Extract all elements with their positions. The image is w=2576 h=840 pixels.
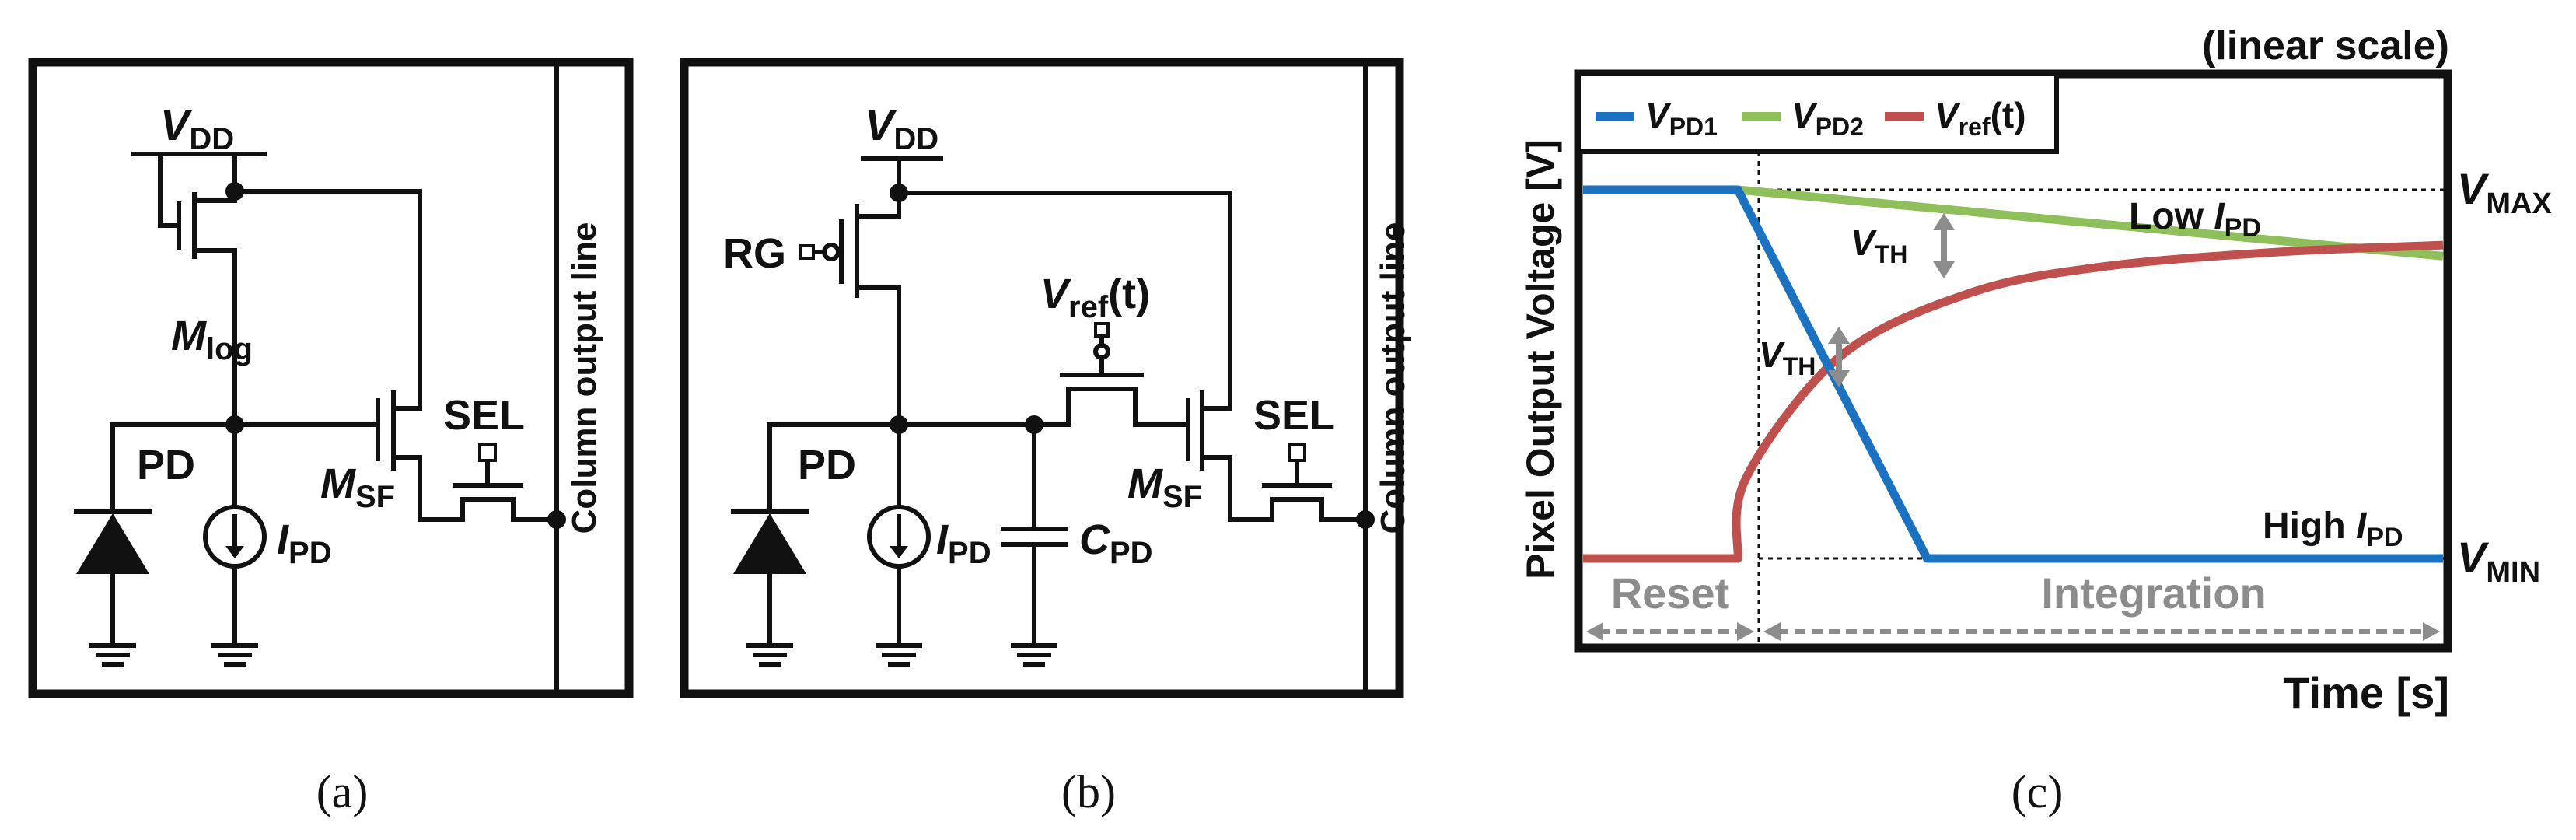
panel-b-column-label: Column output line: [1374, 222, 1412, 534]
panel-a-vdd-label: VDD: [160, 100, 234, 156]
legend-label-vref: Vref(t): [1935, 95, 2026, 141]
panel-c-scale-note: (linear scale): [2202, 23, 2449, 68]
panel-b-sel-channel: [1270, 497, 1368, 522]
panel-a-sel-terminal-icon: [478, 443, 497, 462]
panel-b-ground-icon-1: [746, 643, 793, 667]
panel-b-circuit: Column output line VDD RG PD: [680, 58, 1412, 817]
panel-b-current-arrowhead: [890, 546, 908, 558]
low-ipd-label: Low IPD: [2129, 196, 2261, 243]
vmin-label: VMIN: [2457, 533, 2540, 589]
panel-b-pd-wire: [767, 422, 901, 514]
panel-a-column-label: Column output line: [565, 222, 603, 534]
panel-a-sel-label: SEL: [443, 392, 525, 439]
panel-b-sel-terminal-icon: [1288, 443, 1306, 462]
y-axis-label: Pixel Output Voltage [V]: [1519, 139, 1562, 579]
panel-a-current-arrowhead: [225, 546, 244, 558]
panel-b-rg-terminal-icon: [799, 244, 815, 260]
vth-lower-arrow: [1828, 327, 1850, 387]
panel-b-rg-source: [855, 285, 901, 427]
panel-a-photodiode-symbol: [76, 513, 149, 574]
panel-c-chart: (linear scale) VPD1 VPD2 Vref(t) VTH: [1519, 23, 2552, 817]
panel-a-pd-label: PD: [137, 442, 195, 488]
series-vref-line: [1583, 240, 2444, 563]
panel-b-vref-label: Vref(t): [1040, 271, 1150, 324]
panel-a-msf-source: [391, 455, 465, 522]
reset-phase-label: Reset: [1611, 569, 1730, 618]
x-axis-label: Time [s]: [2283, 668, 2449, 717]
panel-c-caption: (c): [2012, 766, 2064, 817]
panel-b-pd-label: PD: [798, 442, 856, 488]
panel-b-vref-terminal-icon: [1094, 322, 1110, 338]
panel-b-photodiode-symbol: [733, 513, 806, 574]
integration-phase-arrow: [1763, 622, 2440, 641]
panel-b-output-node: [1356, 510, 1375, 529]
panel-a-pd-wire: [110, 422, 237, 514]
panel-b-ground-icon-2: [876, 643, 922, 667]
integration-phase-label: Integration: [2041, 569, 2266, 618]
panel-b-vdd-label: VDD: [865, 100, 938, 156]
panel-a-sel-channel: [460, 497, 559, 522]
panel-c-legend: VPD1 VPD2 Vref(t): [1576, 72, 2059, 154]
panel-b-msf-label: MSF: [1127, 460, 1202, 514]
panel-a-ipd-label: IPD: [277, 516, 332, 570]
vth-lower-label: VTH: [1759, 334, 1816, 380]
panel-b-msf-source: [1200, 455, 1274, 522]
panel-b-ground-icon-3: [1011, 643, 1057, 667]
panel-a-frame: [28, 58, 634, 698]
panel-a-circuit: Column output line VDD Mlog PD: [28, 58, 634, 817]
panel-a-ground-icon-2: [211, 643, 258, 667]
panel-b-rg-label: RG: [723, 230, 786, 277]
panel-b-caption: (b): [1061, 766, 1116, 817]
panel-a-msf-label: MSF: [320, 460, 395, 514]
panel-b-ipd-label: IPD: [936, 516, 991, 570]
high-ipd-label: High IPD: [2263, 506, 2403, 552]
panel-a-mlog-gate-wire: [158, 152, 181, 228]
vmax-label: VMAX: [2457, 164, 2552, 220]
panel-b-sel-label: SEL: [1253, 392, 1335, 439]
panel-a-output-node: [547, 510, 566, 529]
panel-b-cpd-label: CPD: [1079, 516, 1153, 570]
panel-a-mlog-source: [192, 248, 237, 427]
vth-upper-label: VTH: [1851, 222, 1907, 268]
legend-box: [1576, 72, 2059, 154]
panel-b-vref-switch-channel: [897, 387, 1190, 427]
panel-b-frame: [680, 58, 1404, 698]
panel-a-ground-icon-1: [89, 643, 136, 667]
panel-a-caption: (a): [316, 766, 369, 817]
panel-a-msf-drain-wire: [232, 189, 422, 411]
panel-b-msf-drain-wire: [897, 191, 1232, 411]
reset-phase-arrow: [1586, 622, 1754, 641]
panel-a-mlog-label: Mlog: [171, 313, 253, 366]
legend-label-vpd1: VPD1: [1645, 95, 1718, 141]
legend-label-vpd2: VPD2: [1791, 95, 1864, 141]
vth-upper-arrow: [1933, 213, 1955, 278]
